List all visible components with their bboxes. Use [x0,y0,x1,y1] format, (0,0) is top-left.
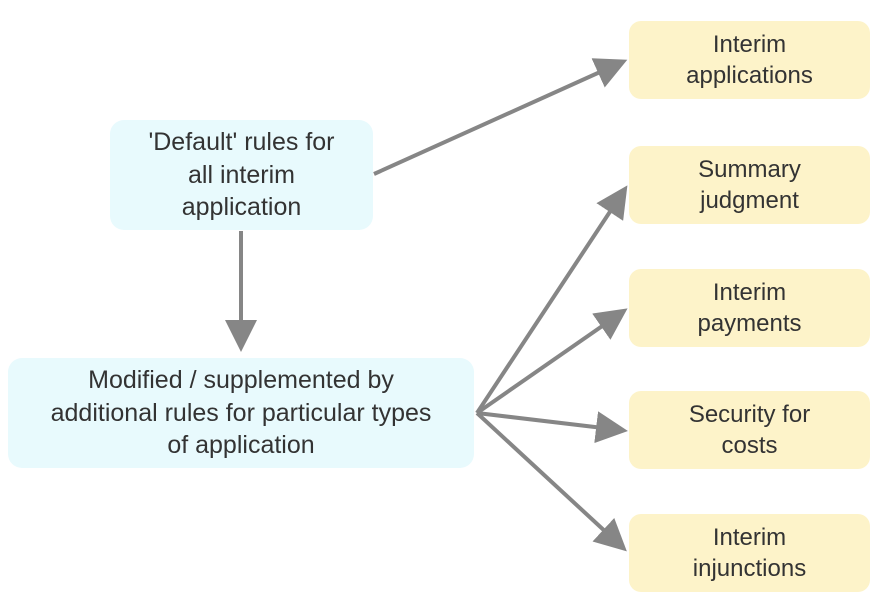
arrow-modified-to-interim-injunctions [475,411,627,552]
interim-applications-node: Interim applications [629,21,870,99]
node-text-line: Interim [712,278,787,306]
node-text-line: Interim [712,30,787,58]
node-text-line: Summary [698,155,801,183]
arrow-modified-to-security-for-costs [476,411,628,444]
node-text-line: all interim [188,160,295,189]
node-text-line: costs [721,432,778,459]
node-text-line: Modified / supplemented by [88,366,394,395]
node-text-line: application [181,193,302,222]
node-text-line: of application [167,431,315,460]
node-text-line: Interim [712,523,787,551]
modified-rules-node: Modified / supplemented by additional ru… [8,358,474,468]
interim-injunctions-node: Interim injunctions [629,514,870,592]
arrow-modified-to-summary-judgment [475,185,628,415]
node-text-line: additional rules for particular types [50,398,432,427]
interim-payments-node: Interim payments [629,269,870,347]
node-text-line: payments [697,310,802,337]
node-text-line: judgment [700,187,799,214]
security-for-costs-node: Security for costs [629,391,870,469]
node-text-line: injunctions [692,555,807,582]
summary-judgment-node: Summary judgment [629,146,870,224]
arrow-modified-to-interim-payments [475,308,628,415]
default-rules-node: 'Default' rules for all interim applicat… [110,120,373,230]
node-text-line: applications [686,62,813,89]
arrow-default-to-interim-applications [373,58,628,176]
node-text-line: 'Default' rules for [148,128,335,157]
node-text-line: Security for [688,400,811,428]
